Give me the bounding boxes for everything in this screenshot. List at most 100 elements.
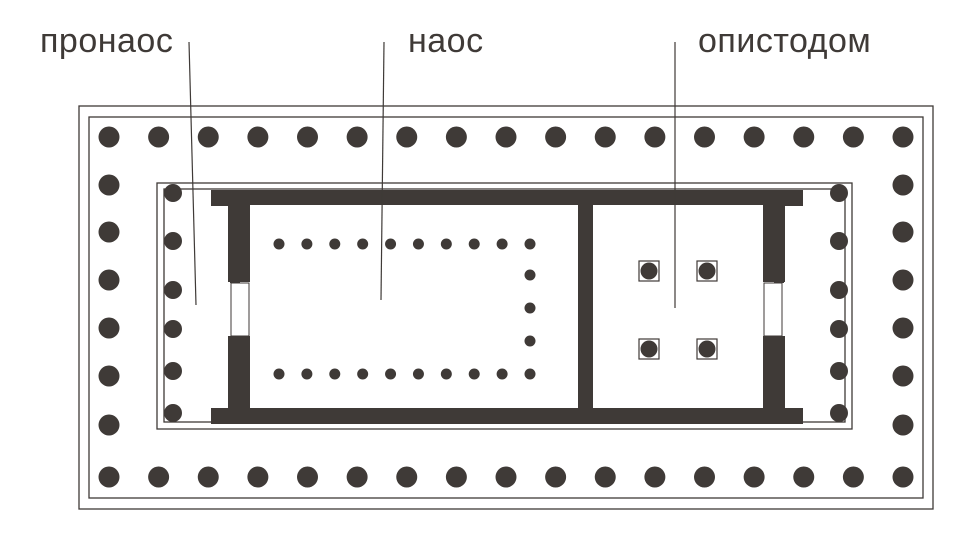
column [842,466,864,488]
pronaos-door [230,282,250,337]
column [892,414,914,436]
column [247,466,269,488]
cella-platform-outer [156,182,853,430]
column [273,368,285,380]
naos-colonnade [273,238,536,380]
cella-walls [211,190,803,424]
column [301,368,313,380]
column [793,466,815,488]
column [164,184,182,202]
column [148,126,170,148]
leader-line-pronaos [188,41,197,306]
column [793,126,815,148]
column [164,362,182,380]
column [524,269,536,281]
column [98,317,120,339]
column [638,260,660,282]
column [445,126,467,148]
column [440,238,452,250]
column [357,238,369,250]
column [524,368,536,380]
column [297,126,318,148]
column [495,126,517,148]
opisthodomos-door [763,282,783,337]
column [346,466,368,488]
column [892,174,914,196]
column [197,126,219,148]
column [545,126,567,148]
column [830,232,848,250]
column [98,466,120,488]
column [892,317,914,339]
column [830,281,848,299]
column [98,414,120,436]
column [396,466,418,488]
leader-lines [188,41,676,308]
column [524,238,536,250]
porch-columns [164,184,848,422]
column [644,466,666,488]
column [694,126,715,148]
column [892,221,914,243]
column [644,126,666,148]
column [98,269,120,291]
column [468,238,480,250]
column [412,238,424,250]
column [892,126,914,148]
column [164,320,182,338]
column [98,126,120,148]
stylobate-outer [78,105,934,510]
column [694,466,715,488]
column [445,466,467,488]
column [892,269,914,291]
column [98,221,120,243]
column [892,365,914,387]
column [496,368,508,380]
column [696,338,718,360]
column [164,281,182,299]
cella-platform-inner [163,188,846,423]
column [98,174,120,196]
column [197,466,219,488]
column [830,362,848,380]
column [594,466,616,488]
column [524,302,536,314]
column [892,466,914,488]
column [638,338,660,360]
column [743,466,765,488]
column [545,466,567,488]
column [440,368,452,380]
column [524,335,536,347]
column [396,126,418,148]
column [496,238,508,250]
column [594,126,616,148]
column [297,466,318,488]
stylobate-inner [88,116,924,499]
column [164,404,182,422]
column [329,368,341,380]
peristyle-columns [98,126,914,488]
label-opisthodomos: опистодом [698,22,872,60]
column [743,126,765,148]
column [385,238,397,250]
column [273,238,285,250]
column [696,260,718,282]
column [301,238,313,250]
opisthodomos-columns [638,260,718,360]
label-naos: наос [408,22,484,60]
leader-line-naos [380,41,385,301]
column [329,238,341,250]
column [830,184,848,202]
column [148,466,170,488]
column [385,368,397,380]
column [830,404,848,422]
column [495,466,517,488]
label-pronaos: пронаос [40,22,174,60]
column [412,368,424,380]
column [346,126,368,148]
column [247,126,269,148]
column [98,365,120,387]
column [468,368,480,380]
column [830,320,848,338]
